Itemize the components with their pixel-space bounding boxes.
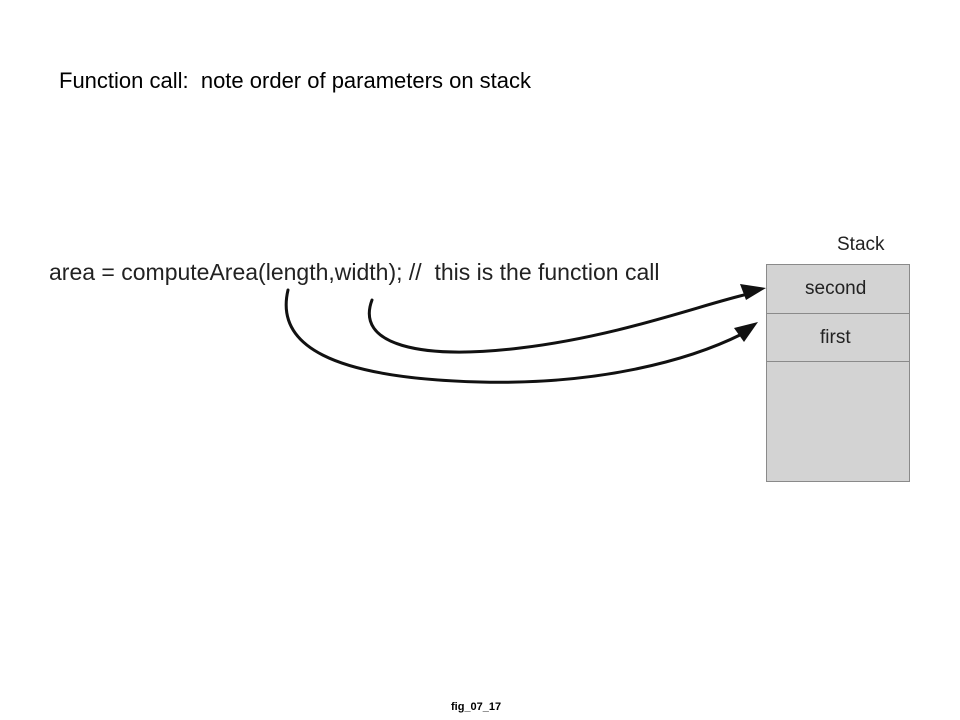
figure-label: fig_07_17 <box>451 701 502 713</box>
stack-label: Stack <box>837 234 885 255</box>
slide-title: Function call: note order of parameters … <box>59 68 532 93</box>
stack-cell-first: first <box>767 314 909 362</box>
stack-cell-second-label: second <box>805 278 867 299</box>
arrowhead-second <box>740 284 766 300</box>
arrowhead-first <box>734 322 758 342</box>
arrow-length-to-first <box>284 288 744 384</box>
stack-cell-first-label: first <box>820 327 851 348</box>
function-call-code: area = computeArea(length,width); // thi… <box>49 259 660 285</box>
arrow-width-to-second <box>367 292 750 354</box>
stack-cell-second: second <box>767 265 909 314</box>
stack-box: second first <box>766 264 910 482</box>
